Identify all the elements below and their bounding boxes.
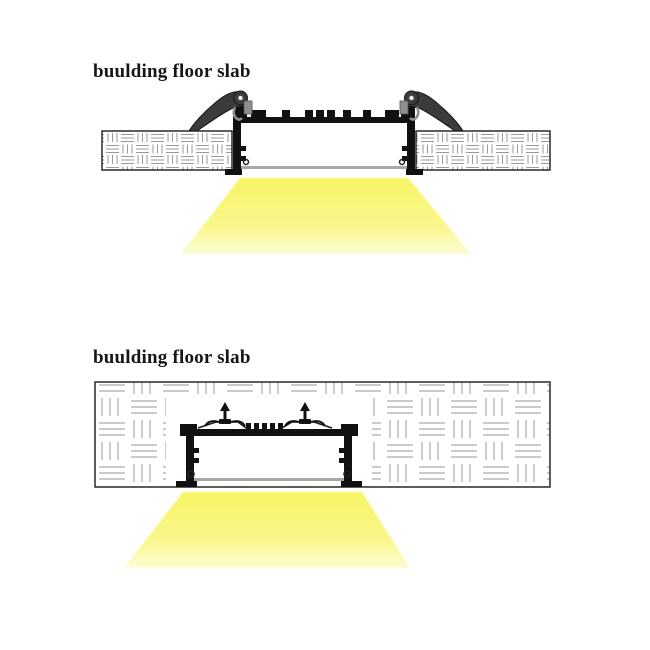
profile-wall-left [233,117,241,172]
trim-flange-right [406,169,423,175]
floor-slab-left [101,130,233,171]
profile-cavity [190,435,348,481]
bottom-diagram [94,381,551,568]
trim-flange-left [225,169,242,175]
pcb-hooks [241,146,407,161]
led-profile-recessed [176,421,362,487]
diffuser-clip-curl-right [343,470,351,478]
top-diagram [101,89,551,254]
profile-cavity [236,120,412,170]
profile-wall-right [344,436,352,481]
led-profile-surface [225,106,423,175]
diffuser-bottom [194,478,344,481]
diffuser-clip-curl-left [187,470,195,478]
diffuser-clip-curl-left [242,158,250,166]
light-beam-top [181,178,471,254]
profile-wall-left [186,436,194,481]
diffuser-clip-curl-right [398,158,406,166]
trim-flange-right [341,481,362,487]
top-diagram-label: buulding floor slab [93,61,251,82]
profile-wall-right [407,117,415,172]
trim-flange-left [176,481,197,487]
pcb-hooks [194,448,344,463]
bottom-diagram-label: buulding floor slab [93,347,251,368]
heatsink-fins-top [233,106,415,123]
heatsink-fins-bottom [180,423,358,436]
floor-slab-right [415,130,551,171]
diffuser-top [241,166,407,169]
light-beam-bottom [124,492,410,568]
